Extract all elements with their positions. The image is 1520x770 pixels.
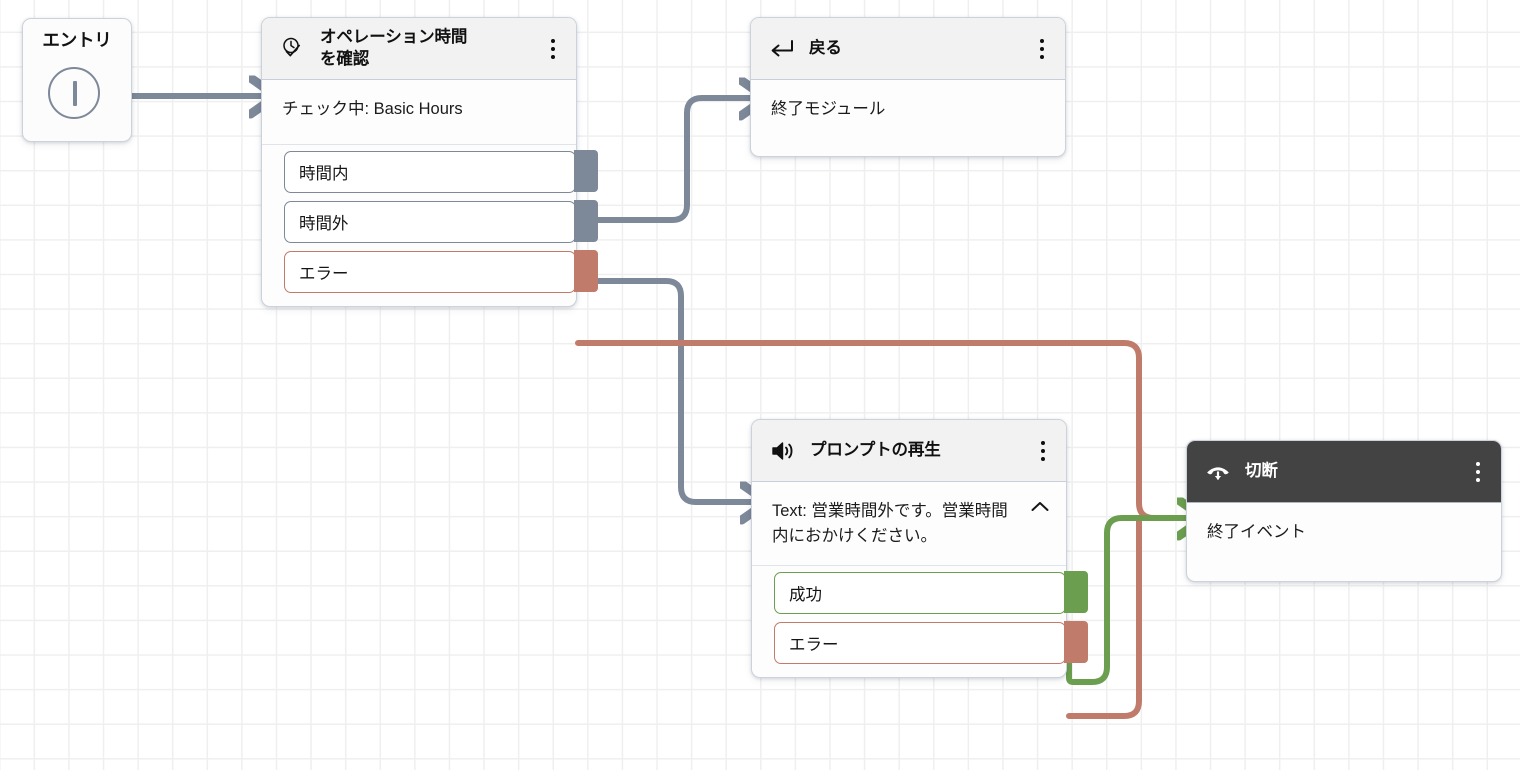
play-prompt-title: プロンプトの再生 (810, 440, 941, 459)
chevron-up-icon[interactable] (1030, 500, 1050, 516)
port-prompt-error[interactable]: エラー (774, 621, 1088, 664)
return-arrow-icon (767, 34, 797, 64)
divider (752, 564, 1066, 566)
entry-node-label: エントリ (42, 30, 112, 50)
disconnect-node[interactable]: 切断 終了イベント (1186, 440, 1502, 582)
port-in-hours[interactable]: 時間内 (284, 150, 598, 193)
port-check-hours-error-connector[interactable] (574, 250, 598, 293)
port-check-hours-error-label: エラー (299, 264, 349, 283)
port-in-hours-connector[interactable] (574, 150, 598, 193)
divider (262, 143, 576, 145)
return-body-text: 終了モジュール (771, 100, 886, 118)
edge-in-hours-to-return (575, 98, 752, 223)
port-prompt-success[interactable]: 成功 (774, 571, 1088, 614)
return-node[interactable]: 戻る 終了モジュール (750, 17, 1066, 157)
kebab-menu-icon[interactable] (1469, 457, 1487, 487)
clock-check-icon (278, 34, 308, 64)
port-prompt-error-label: エラー (789, 635, 839, 654)
port-check-hours-error[interactable]: エラー (284, 250, 598, 293)
edge-out-hours-to-prompt (575, 278, 753, 502)
check-hours-body: チェック中: Basic Hours (262, 80, 576, 144)
play-prompt-body-text: Text: 営業時間外です。営業時間内におかけください。 (772, 502, 1008, 545)
play-prompt-node[interactable]: プロンプトの再生 Text: 営業時間外です。営業時間内におかけください。 成功… (751, 419, 1088, 678)
entry-output-port[interactable] (73, 81, 77, 106)
check-hours-header: オペレーション時間 を確認 (262, 18, 576, 80)
port-in-hours-label: 時間内 (299, 164, 349, 183)
hang-up-phone-icon (1203, 457, 1233, 487)
return-title: 戻る (809, 38, 842, 57)
kebab-menu-icon[interactable] (1033, 34, 1051, 64)
port-prompt-success-label: 成功 (789, 585, 822, 604)
port-prompt-error-connector[interactable] (1064, 621, 1088, 663)
kebab-menu-icon[interactable] (1034, 436, 1052, 466)
edge-prompt-error-to-disconnect (1066, 515, 1142, 719)
kebab-menu-icon[interactable] (544, 34, 562, 64)
check-hours-ports: 時間内 時間外 エラー (262, 145, 598, 306)
play-prompt-ports: 成功 エラー (752, 566, 1088, 677)
disconnect-title: 切断 (1245, 461, 1278, 480)
port-out-hours-connector[interactable] (574, 200, 598, 243)
speaker-icon (768, 436, 798, 466)
play-prompt-body: Text: 営業時間外です。営業時間内におかけください。 (752, 482, 1066, 565)
return-body: 終了モジュール (751, 80, 1065, 156)
return-header: 戻る (751, 18, 1065, 80)
disconnect-body: 終了イベント (1187, 503, 1501, 581)
check-hours-title: オペレーション時間 を確認 (320, 27, 468, 68)
port-out-hours-label: 時間外 (299, 214, 349, 233)
port-prompt-success-connector[interactable] (1064, 571, 1088, 613)
disconnect-header: 切断 (1187, 441, 1501, 503)
play-prompt-header: プロンプトの再生 (752, 420, 1066, 482)
entry-node[interactable]: エントリ (22, 18, 132, 142)
port-out-hours[interactable]: 時間外 (284, 200, 598, 243)
check-hours-node[interactable]: オペレーション時間 を確認 チェック中: Basic Hours 時間内 時間外… (261, 17, 598, 307)
check-hours-body-text: チェック中: Basic Hours (282, 100, 463, 118)
disconnect-body-text: 終了イベント (1207, 523, 1306, 541)
